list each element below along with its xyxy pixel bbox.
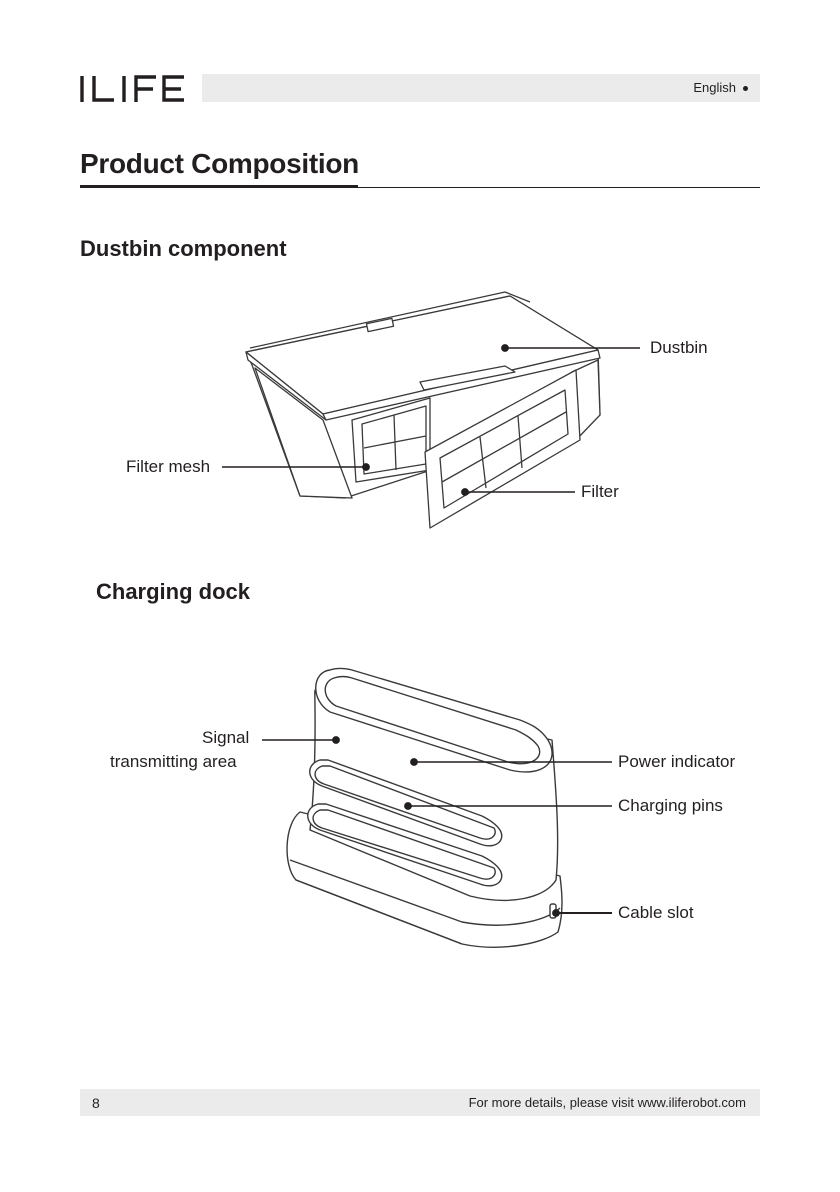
signal-area-label-line2: transmitting area [110,752,237,772]
cable-slot-label: Cable slot [618,903,694,923]
footer-note[interactable]: For more details, please visit www.ilife… [469,1095,746,1110]
signal-area-label-line1: Signal [202,728,249,748]
footer-bar: 8 For more details, please visit www.ili… [80,1089,760,1116]
page-number: 8 [92,1095,100,1111]
power-indicator-label: Power indicator [618,752,735,772]
charging-pins-label: Charging pins [618,796,723,816]
